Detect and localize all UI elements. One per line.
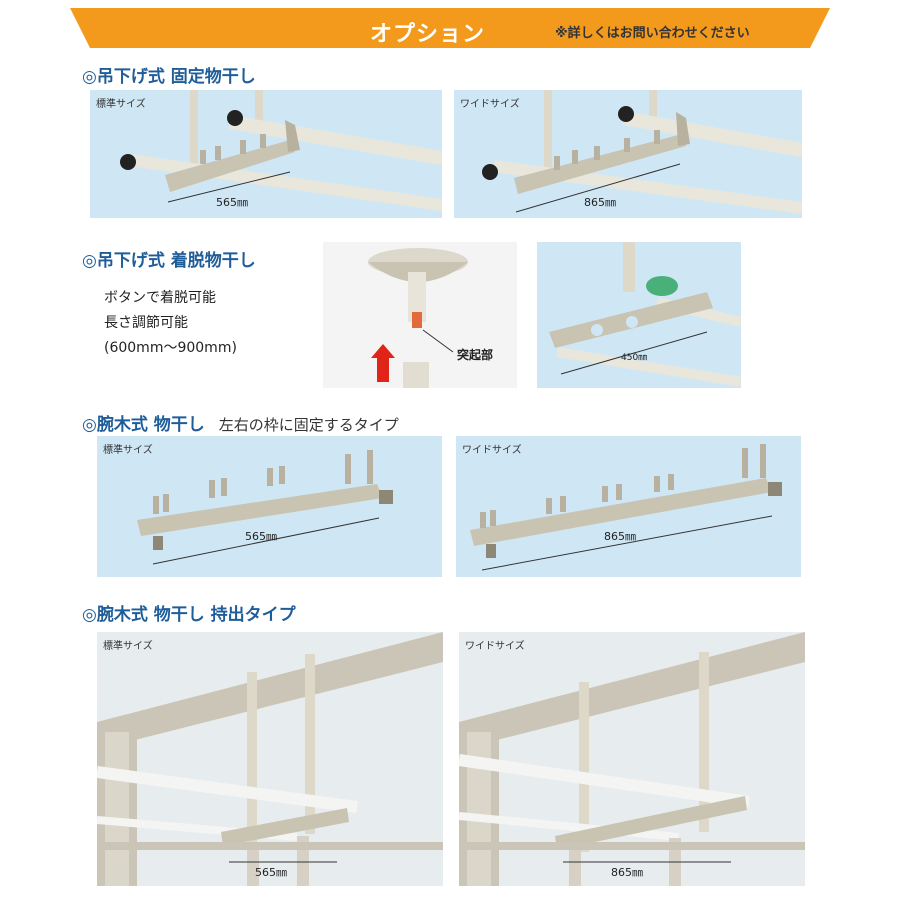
section-heading-arm-type: ◎腕木式 物干し左右の枠に固定するタイプ <box>82 410 399 435</box>
dim-label: 450㎜ <box>621 353 648 363</box>
section-heading-hanging-fixed: ◎吊下げ式 固定物干し <box>82 67 256 87</box>
description-line: (600mm〜900mm) <box>104 340 237 356</box>
section-subheading: 左右の枠に固定するタイプ <box>218 416 399 434</box>
description-line: ボタンで着脱可能 <box>104 290 216 306</box>
photo-hanging-fixed-wide: 865㎜ ワイドサイズ <box>454 90 802 218</box>
photo-arm-wide: 865㎜ ワイドサイズ <box>456 436 801 577</box>
detachable-assembly-illustration <box>549 242 741 387</box>
dim-label: 565㎜ <box>255 866 287 879</box>
photo-arm-extended-wide: 865㎜ ワイドサイズ <box>459 632 805 886</box>
arm-standard-illustration <box>137 450 393 565</box>
dim-label: 565㎜ <box>245 530 277 543</box>
photo-arm-standard: 565㎜ 標準サイズ <box>97 436 442 577</box>
detachable-closeup-illustration <box>368 248 468 388</box>
photo-arm-extended-standard: 565㎜ 標準サイズ <box>97 632 443 886</box>
options-banner: オプション ※詳しくはお問い合わせください <box>70 8 830 48</box>
dim-label: 565㎜ <box>216 196 248 209</box>
dim-label: 865㎜ <box>604 530 636 543</box>
size-label-standard: 標準サイズ <box>103 641 153 652</box>
section-heading-text: ◎腕木式 物干し <box>82 415 205 435</box>
size-label-standard: 標準サイズ <box>96 99 146 110</box>
arm-extended-wide-illustration <box>459 632 805 886</box>
banner-note: ※詳しくはお問い合わせください <box>555 26 750 41</box>
size-label-standard: 標準サイズ <box>103 445 153 456</box>
arm-wide-illustration <box>470 444 782 571</box>
size-label-wide: ワイドサイズ <box>460 99 520 110</box>
dim-label: 865㎜ <box>584 196 616 209</box>
photo-detachable-button-closeup: 突起部 <box>323 242 517 388</box>
size-label-wide: ワイドサイズ <box>465 641 525 652</box>
photo-hanging-fixed-standard: 565㎜ 標準サイズ <box>90 90 442 218</box>
section-heading-arm-extended: ◎腕木式 物干し 持出タイプ <box>82 605 296 625</box>
hanging-fixed-standard-illustration <box>120 90 442 211</box>
hanging-fixed-wide-illustration <box>482 90 802 214</box>
dim-label: 865㎜ <box>611 866 643 879</box>
protrusion-callout: 突起部 <box>457 348 494 362</box>
description-line: 長さ調節可能 <box>104 315 188 331</box>
banner-shape <box>70 8 830 48</box>
size-label-wide: ワイドサイズ <box>462 445 522 456</box>
up-arrow-icon <box>371 344 395 382</box>
section-heading-hanging-detachable: ◎吊下げ式 着脱物干し <box>82 251 256 271</box>
arm-extended-standard-illustration <box>97 632 443 886</box>
photo-detachable-assembly: 450㎜ <box>537 242 741 388</box>
banner-title: オプション <box>370 22 486 47</box>
